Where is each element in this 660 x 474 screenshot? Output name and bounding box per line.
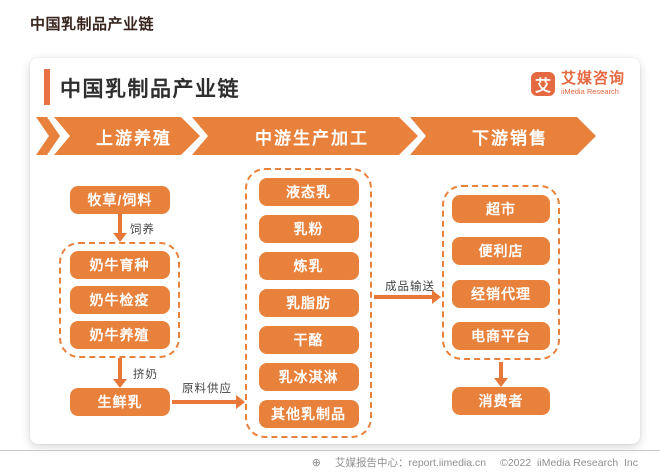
box-raw-milk: 生鲜乳 [70, 388, 170, 416]
iimedia-logo: 艾 艾媒咨询 iiMedia Research [530, 70, 625, 96]
globe-icon: ⊕ [311, 457, 321, 469]
box-cattle-quarantine: 奶牛检疫 [69, 286, 170, 314]
stage-banner-midstream: 中游生产加工 [192, 117, 418, 155]
milking-label: 挤奶 [133, 369, 158, 381]
box-cattle-breeding: 奶牛育种 [69, 251, 170, 279]
iimedia-logo-icon: 艾 [530, 71, 555, 96]
finished-product-delivery-label: 成品输送 [385, 281, 435, 293]
box-cattle-raising: 奶牛养殖 [69, 321, 170, 349]
box-other-dairy: 其他乳制品 [258, 400, 359, 428]
raw-material-supply-arrow-icon [172, 400, 237, 404]
box-milk-fat: 乳脂肪 [258, 289, 359, 317]
footer-copyright: ©2022 iiMedia Research Inc [500, 456, 638, 469]
box-distribution-agent: 经销代理 [452, 279, 550, 308]
sales-channels-group: 超市 便利店 经销代理 电商平台 [442, 185, 560, 360]
footer: ⊕ 艾媒报告中心：report.iimedia.cn ©2022 iiMedia… [0, 450, 660, 474]
box-consumer: 消费者 [452, 387, 550, 415]
box-ecommerce-platform: 电商平台 [452, 321, 550, 350]
feeding-arrow-icon [118, 214, 122, 234]
feeding-label: 饲养 [130, 224, 155, 236]
report-card: 中国乳制品产业链 艾 艾媒咨询 iiMedia Research 上游养殖 中游… [30, 58, 640, 444]
card-title: 中国乳制品产业链 [60, 78, 240, 101]
box-supermarket: 超市 [452, 195, 550, 223]
box-convenience-store: 便利店 [452, 237, 550, 266]
box-milk-powder: 乳粉 [258, 215, 359, 243]
finished-product-delivery-arrow-icon [374, 295, 433, 299]
chevron-icon [36, 117, 60, 155]
raw-material-supply-label: 原料供应 [182, 383, 232, 395]
milking-arrow-icon [118, 358, 122, 380]
stage-banner-downstream: 下游销售 [410, 117, 596, 155]
cattle-group: 奶牛育种 奶牛检疫 奶牛养殖 [59, 242, 180, 358]
box-milk-ice-cream: 乳冰淇淋 [258, 363, 359, 391]
dairy-products-group: 液态乳 乳粉 炼乳 乳脂肪 干酪 乳冰淇淋 其他乳制品 [245, 168, 372, 438]
box-cheese: 干酪 [258, 326, 359, 354]
title-accent-bar [44, 69, 50, 105]
box-liquid-milk: 液态乳 [258, 178, 359, 206]
footer-source: 艾媒报告中心：report.iimedia.cn [334, 457, 487, 469]
to-consumer-arrow-icon [499, 362, 503, 379]
page-title: 中国乳制品产业链 [30, 16, 155, 33]
logo-name: 艾媒咨询 [560, 70, 625, 87]
stage-banner-upstream: 上游养殖 [54, 117, 200, 155]
box-pasture-feed: 牧草/饲料 [70, 186, 170, 214]
box-condensed-milk: 炼乳 [258, 252, 359, 280]
logo-subtitle: iiMedia Research [560, 87, 619, 96]
